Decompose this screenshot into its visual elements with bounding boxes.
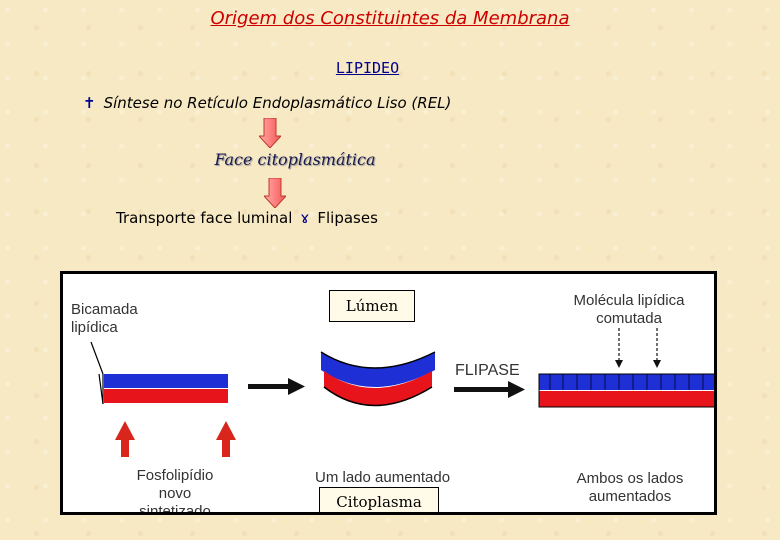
transport-line: Transporte face luminal ɤ Flipases — [116, 209, 378, 227]
synthesis-text: Síntese no Retículo Endoplasmático Liso … — [104, 94, 452, 112]
gamma-symbol-icon: ɤ — [300, 209, 309, 227]
expanded-bilayer — [539, 374, 714, 407]
section-subtitle: LIPIDEO — [0, 59, 735, 77]
right-arrow-icon — [454, 381, 525, 398]
up-arrow-icon — [216, 421, 236, 457]
label-pointer — [91, 342, 103, 374]
page-title: Origem dos Constituintes da Membrana — [0, 8, 780, 29]
curved-bilayer — [321, 352, 435, 406]
bilayer-red-layer — [104, 389, 228, 403]
transport-text: Transporte face luminal — [116, 209, 292, 227]
diagram-graphics — [63, 274, 714, 512]
down-arrow-icon — [259, 118, 281, 148]
flipases-text: Flipases — [317, 209, 378, 227]
synthesis-line: ✝ Síntese no Retículo Endoplasmático Liso… — [83, 94, 451, 112]
face-label: Face citoplasmática — [0, 150, 590, 169]
cross-bullet-icon: ✝ — [83, 94, 96, 112]
bilayer-blue-layer — [104, 374, 228, 388]
down-arrow-icon — [264, 178, 286, 208]
right-arrow-icon — [248, 378, 305, 395]
up-arrow-icon — [115, 421, 135, 457]
